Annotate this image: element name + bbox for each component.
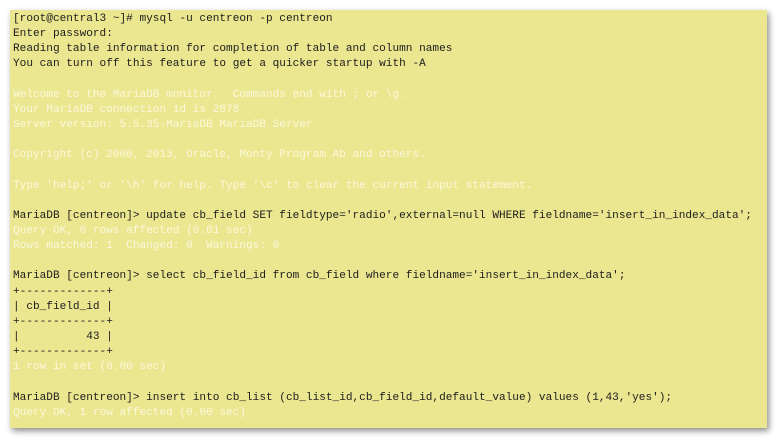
terminal-output-line	[13, 163, 752, 178]
terminal-line: You can turn off this feature to get a q…	[13, 58, 426, 71]
terminal-line: | 43 |	[13, 330, 113, 343]
terminal-line	[13, 254, 752, 269]
terminal-line: [root@central3 ~]# mysql -u centreon -p …	[13, 13, 333, 25]
terminal-output-line: Welcome to the MariaDB monitor. Commands…	[13, 88, 406, 101]
terminal-line: Reading table information for completion…	[13, 43, 453, 56]
terminal-line: | cb_field_id |	[13, 300, 113, 313]
terminal-line: MariaDB [centreon]> insert into cb_list …	[13, 391, 673, 404]
terminal-output: [root@central3 ~]# mysql -u centreon -p …	[13, 12, 752, 421]
terminal-output-line: Type 'help;' or '\h' for help. Type '\c'…	[13, 179, 533, 192]
terminal-output-line: Copyright (c) 2000, 2013, Oracle, Monty …	[13, 149, 426, 162]
terminal-output-line: Your MariaDB connection id is 2878	[13, 103, 240, 116]
terminal-line: +-------------+	[13, 285, 113, 298]
terminal-output-line: Query OK, 0 rows affected (0.01 sec)	[13, 224, 253, 237]
terminal-line: +-------------+	[13, 346, 113, 359]
terminal-window[interactable]: [root@central3 ~]# mysql -u centreon -p …	[10, 10, 767, 428]
terminal-output-line: Server version: 5.5.35-MariaDB MariaDB S…	[13, 118, 313, 131]
terminal-output-line: Rows matched: 1 Changed: 0 Warnings: 0	[13, 240, 280, 253]
terminal-line	[13, 194, 752, 209]
terminal-output-line: 1 row in set (0.00 sec)	[13, 361, 167, 374]
terminal-line: MariaDB [centreon]> select cb_field_id f…	[13, 270, 626, 283]
terminal-output-line	[13, 133, 752, 148]
terminal-line: MariaDB [centreon]> update cb_field SET …	[13, 209, 752, 222]
terminal-line	[13, 375, 752, 390]
terminal-line	[13, 73, 752, 88]
terminal-line: +-------------+	[13, 315, 113, 328]
terminal-output-line: Query OK, 1 row affected (0.00 sec)	[13, 406, 247, 419]
terminal-line: Enter password:	[13, 28, 113, 41]
